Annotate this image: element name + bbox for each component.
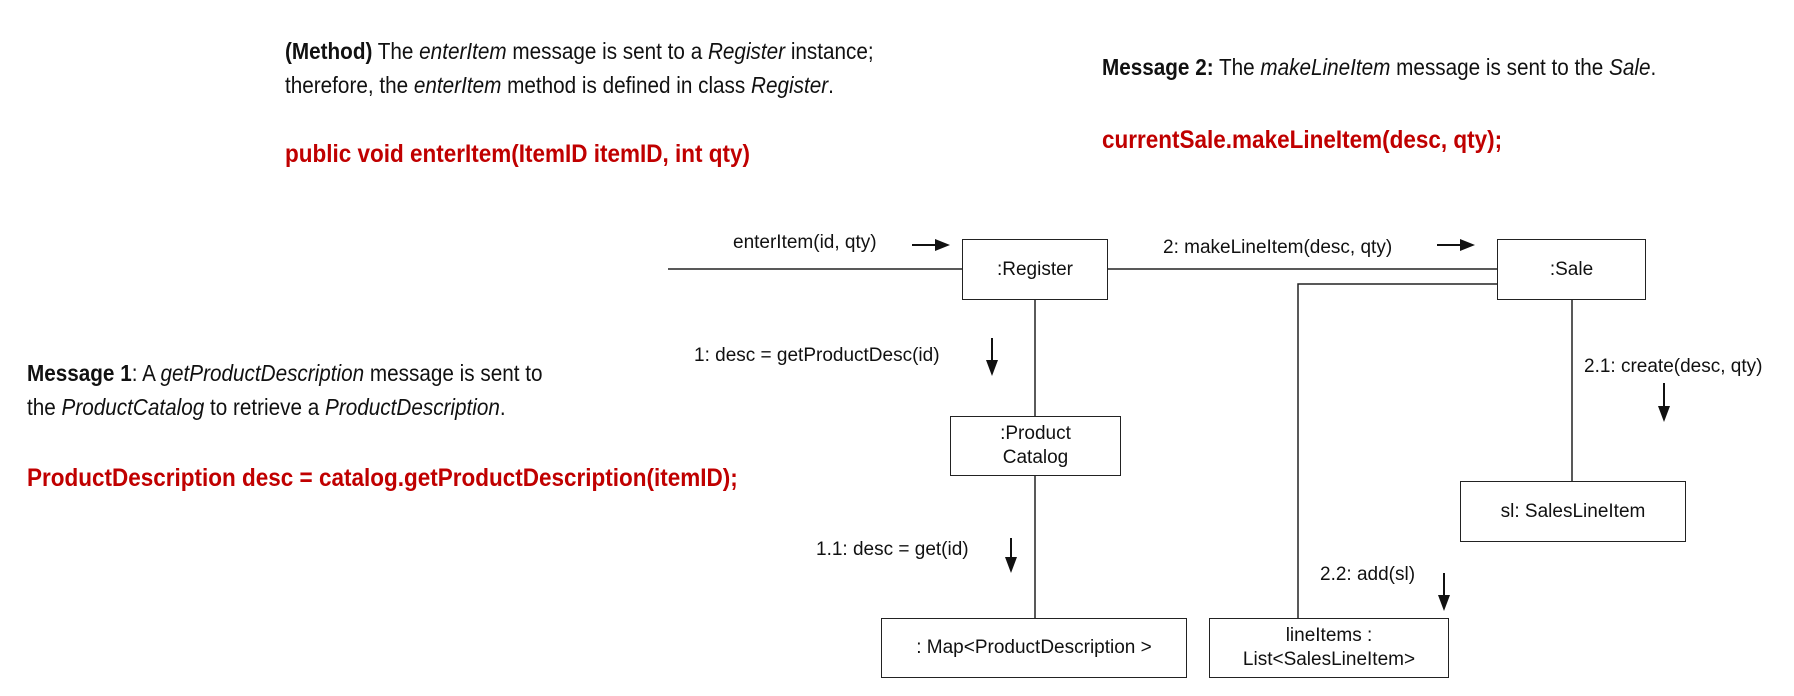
line-items-list-object: lineItems : List<SalesLineItem> <box>1209 618 1449 678</box>
arrow-m2-head <box>1460 239 1475 251</box>
message-enter-item: enterItem(id, qty) <box>733 232 877 253</box>
message1-code: ProductDescription desc = catalog.getPro… <box>27 464 738 492</box>
message1-note-line2: the ProductCatalog to retrieve a Product… <box>27 394 506 420</box>
message-2-make-line-item: 2: makeLineItem(desc, qty) <box>1163 237 1393 258</box>
method-note: (Method) The enterItem message is sent t… <box>285 34 874 102</box>
message-2-2-add: 2.2: add(sl) <box>1320 564 1416 585</box>
arrow-m22-head <box>1438 595 1450 611</box>
message2-code: currentSale.makeLineItem(desc, qty); <box>1102 126 1503 154</box>
arrow-m11-head <box>1005 557 1017 573</box>
sale-lineitems-link <box>1297 283 1497 618</box>
product-map-object: : Map<ProductDescription > <box>881 618 1187 678</box>
method-note-line1: (Method) The enterItem message is sent t… <box>285 38 874 64</box>
product-catalog-object: :Product Catalog <box>950 416 1121 476</box>
message1-note: Message 1: A getProductDescription messa… <box>27 356 543 424</box>
message2-note: Message 2: The makeLineItem message is s… <box>1102 54 1657 80</box>
arrow-m1-head <box>986 360 998 376</box>
message1-note-line1: Message 1: A getProductDescription messa… <box>27 360 543 386</box>
sale-object: :Sale <box>1497 239 1646 300</box>
arrow-enter-head <box>935 239 950 251</box>
method-note-line2: therefore, the enterItem method is defin… <box>285 72 834 98</box>
sales-line-item-object: sl: SalesLineItem <box>1460 481 1686 542</box>
arrow-m21-head <box>1658 406 1670 422</box>
register-object: :Register <box>962 239 1108 300</box>
message-1-1-get: 1.1: desc = get(id) <box>816 539 969 560</box>
method-code: public void enterItem(ItemID itemID, int… <box>285 140 751 168</box>
message-1-get-product-desc: 1: desc = getProductDesc(id) <box>694 345 940 366</box>
message-2-1-create: 2.1: create(desc, qty) <box>1584 356 1763 377</box>
